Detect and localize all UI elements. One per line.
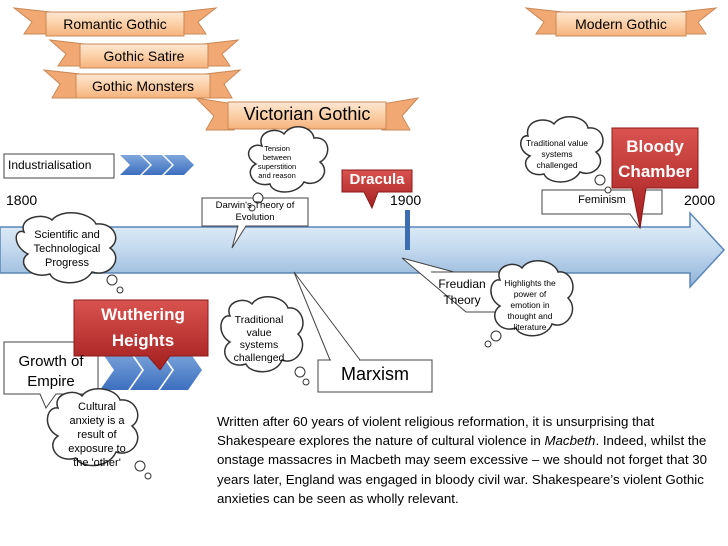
bloody-chamber-label: Bloody Chamber [618,137,692,181]
ribbon-label-romantic: Romantic Gothic [63,16,167,32]
cloud-traditional-top-label: Traditional value systems challenged [525,138,589,170]
ribbon-modern-gothic [524,7,718,37]
wuthering-heights-label: Wuthering Heights [101,305,185,350]
year-2000: 2000 [684,192,716,208]
wuthering-heights-shape [73,299,209,371]
industrialisation-box-shape [3,153,115,179]
freudian-label: Freudian Theory [438,277,486,307]
chevrons-industrialisation [120,155,194,175]
dracula-callout-shape [341,169,413,210]
cloud-tension [247,126,329,212]
timeline-marker-1900 [405,210,410,250]
ribbon-gothic-monsters [42,69,242,99]
darwin-label: Darwin's Theory of Evolution [215,200,295,223]
ribbon-label-satire: Gothic Satire [103,48,185,64]
cloud-scientific-label: Scientific and Technological Progress [33,229,101,269]
cloud-highlights-label: Highlights the power of emotion in thoug… [504,278,556,332]
feminism-label: Feminism [578,194,626,206]
marxism-label: Marxism [341,364,409,384]
paragraph-part-1: Written after 60 years of violent religi… [217,414,655,449]
ribbon-label-modern: Modern Gothic [575,16,667,32]
cloud-cultural [46,388,152,480]
ribbon-label-victorian: Victorian Gothic [243,104,371,124]
paragraph-macbeth: Macbeth [544,433,596,449]
darwin-callout-shape [201,197,309,249]
cloud-traditional-mid-label: Traditional value systems challenged [233,314,285,364]
cloud-traditional-top [520,116,612,194]
cloud-highlights [484,260,574,348]
year-1800: 1800 [6,192,38,208]
ribbon-label-monsters: Gothic Monsters [92,78,194,94]
dracula-label: Dracula [349,171,405,188]
body-paragraph: Written after 60 years of violent religi… [217,412,722,508]
cloud-cultural-label: Cultural anxiety is a result of exposure… [68,401,126,469]
paragraph-part-2: . Indeed, whilst the onstage massacres i… [217,433,708,506]
cloud-tension-label: Tension between superstition and reason [257,144,297,180]
cloud-traditional-mid [220,296,310,386]
bloody-chamber-shape [611,127,699,229]
cloud-scientific [15,212,124,294]
industrialisation-label: Industrialisation [8,158,92,172]
growth-label: Growth of Empire [18,353,84,390]
year-1900: 1900 [390,192,422,208]
ribbon-romantic-gothic [12,7,218,37]
marxism-callout-shape [293,271,433,393]
ribbon-gothic-satire [48,39,240,69]
